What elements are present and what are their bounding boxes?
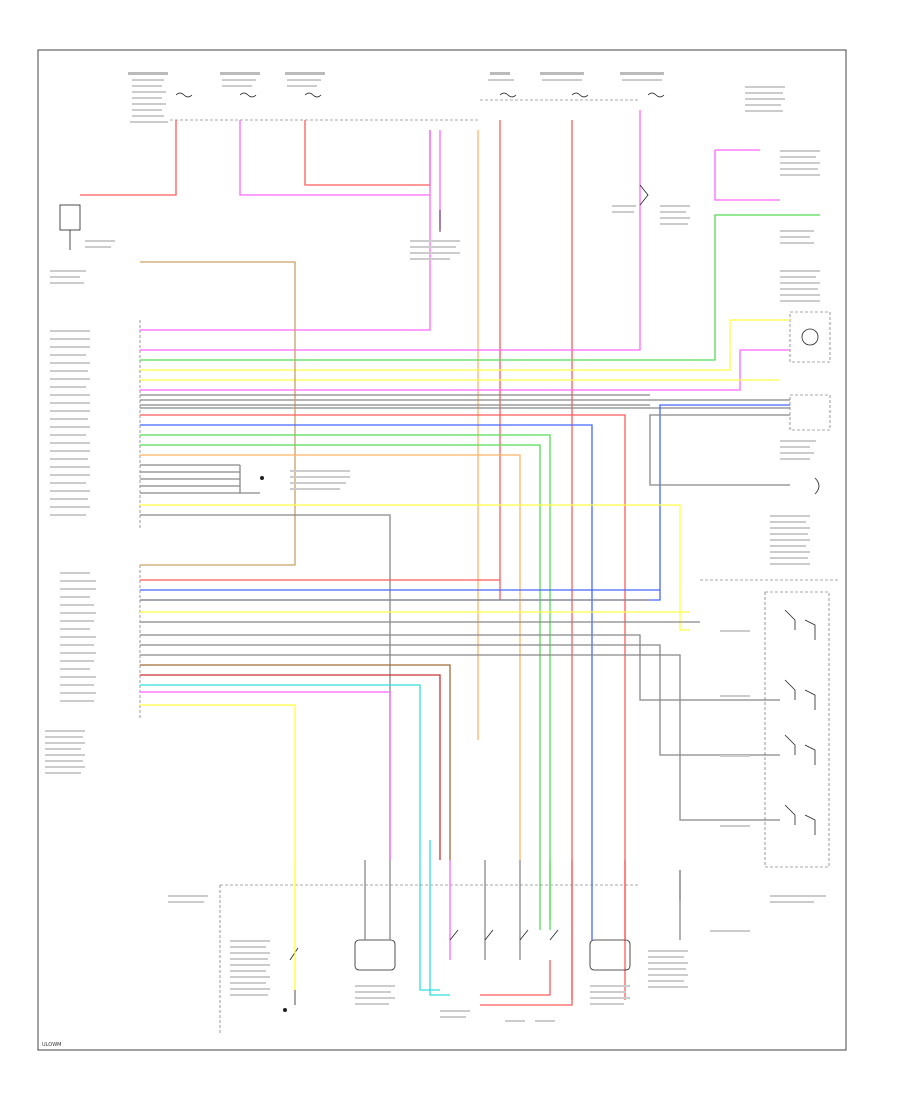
pressure-switch-assembly <box>710 591 830 932</box>
top-fuse-labels <box>128 72 785 123</box>
lower-harness-wires <box>140 579 780 991</box>
fuse-symbols <box>175 92 665 98</box>
ecm-connector-upper <box>50 320 141 530</box>
corner-code: ULOWM <box>42 1042 61 1048</box>
ecm-connector-lower <box>45 565 141 774</box>
transmission-harness <box>168 840 688 1035</box>
ground-connector-top <box>410 210 460 260</box>
ecm-harness-wires <box>140 261 690 1000</box>
left-sensor <box>50 204 115 284</box>
diagram-frame <box>37 49 847 1051</box>
right-top-components <box>140 150 840 601</box>
top-feed-wires <box>80 110 780 1000</box>
splice-note <box>260 470 350 490</box>
